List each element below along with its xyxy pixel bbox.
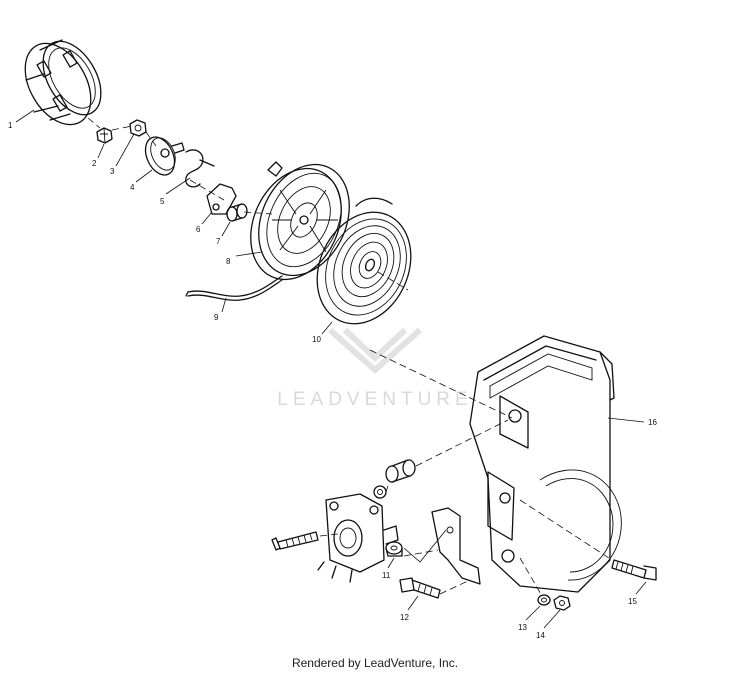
part-16-recoil-housing — [469, 335, 622, 593]
callout-6: 6 — [196, 225, 201, 234]
watermark-text: LEADVENTURE — [277, 389, 472, 410]
part-4-pawl-plate — [144, 136, 185, 176]
callout-5: 5 — [160, 197, 165, 206]
part-11-grommet — [385, 541, 403, 557]
part-pump-spacer — [385, 459, 416, 483]
part-15-bolt — [611, 559, 657, 581]
part-fuel-pump-assembly — [317, 493, 399, 583]
part-pump-screw — [271, 531, 319, 551]
callout-11: 11 — [382, 571, 391, 580]
callout-14: 14 — [536, 631, 545, 640]
callout-4: 4 — [130, 183, 135, 192]
callout-9: 9 — [214, 313, 219, 322]
callout-labels: 1 2 3 4 5 6 7 8 9 10 11 12 13 14 15 16 — [8, 121, 657, 640]
part-14-nut — [553, 595, 571, 611]
part-3-nut — [129, 119, 147, 137]
callout-12: 12 — [400, 613, 409, 622]
watermark: LEADVENTURE — [277, 327, 472, 410]
part-12-bolt — [399, 577, 441, 599]
part-1-starter-cup — [24, 39, 102, 126]
callout-13: 13 — [518, 623, 527, 632]
part-9-starter-rope — [185, 275, 283, 301]
watermark-logo — [328, 327, 422, 375]
callout-leaders — [15, 109, 647, 629]
callout-1: 1 — [8, 121, 13, 130]
callout-2: 2 — [92, 159, 97, 168]
callout-15: 15 — [628, 597, 637, 606]
callout-7: 7 — [216, 237, 221, 246]
callout-10: 10 — [312, 335, 321, 344]
callout-16: 16 — [648, 418, 657, 427]
part-7-bushing — [226, 203, 248, 222]
part-6-pawl — [206, 183, 237, 215]
callout-8: 8 — [226, 257, 231, 266]
footer-credit: Rendered by LeadVenture, Inc. — [291, 656, 459, 670]
part-mounting-bracket — [431, 507, 481, 585]
part-13-washer — [537, 594, 551, 606]
part-2-nut — [96, 127, 113, 144]
callout-3: 3 — [110, 167, 115, 176]
part-8-recoil-pulley — [250, 161, 350, 281]
part-pump-washer — [373, 485, 387, 499]
assembly-axis-lines — [87, 117, 613, 597]
part-5-spring-clip — [185, 149, 215, 188]
part-10-recoil-spring — [316, 197, 412, 325]
